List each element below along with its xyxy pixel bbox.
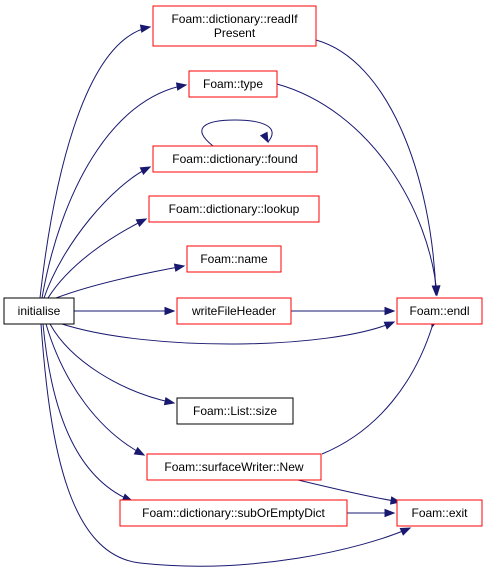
arrowhead-icon: [133, 446, 146, 456]
edge-initialise-to-name: [55, 263, 186, 299]
node-box: [148, 195, 320, 223]
edge-writeFileHeader-to-endl: [291, 306, 396, 316]
node-endl[interactable]: Foam::endl: [396, 297, 483, 325]
node-label: Foam::endl: [409, 304, 469, 318]
edge-type-to-endl: [276, 83, 441, 297]
arrowhead-icon: [163, 396, 176, 406]
node-box: [176, 297, 292, 325]
edge-line: [42, 323, 133, 502]
edge-New-to-endl: [321, 316, 439, 455]
node-label: Foam::dictionary::readIf: [171, 12, 298, 26]
node-box: [186, 245, 282, 273]
edge-line: [45, 323, 145, 456]
node-New[interactable]: Foam::surfaceWriter::New: [146, 453, 322, 481]
node-writeFileHeader[interactable]: writeFileHeader: [176, 297, 292, 325]
edge-initialise-to-type: [41, 82, 188, 299]
node-label: Foam::surfaceWriter::New: [164, 460, 303, 474]
node-box: [176, 397, 294, 425]
edge-line: [201, 119, 273, 147]
node-label: Present: [214, 26, 256, 40]
node-box: [396, 499, 483, 527]
edge-readIfPresent-to-endl: [315, 39, 441, 297]
edge-line: [321, 326, 433, 455]
node-label: initialise: [18, 304, 61, 318]
node-label: writeFileHeader: [191, 304, 276, 318]
edge-initialise-to-lookup: [47, 218, 148, 299]
edges-layer: [39, 24, 441, 567]
node-label: Foam::type: [203, 77, 263, 91]
edge-line: [61, 321, 395, 345]
node-lookup[interactable]: Foam::dictionary::lookup: [148, 195, 320, 223]
arrowhead-icon: [259, 131, 269, 144]
arrowhead-icon: [384, 306, 396, 316]
node-box: [119, 499, 348, 527]
edge-initialise-to-writeFileHeader: [74, 306, 176, 316]
arrowhead-icon: [384, 508, 396, 518]
node-box: [152, 5, 317, 47]
nodes-layer: initialise Foam::dictionary::readIfPresen…: [3, 5, 483, 527]
arrowhead-icon: [164, 306, 176, 316]
arrowhead-icon: [139, 166, 152, 175]
node-label: Foam::dictionary::subOrEmptyDict: [142, 506, 325, 520]
node-found[interactable]: Foam::dictionary::found: [152, 145, 318, 173]
edge-subOrEmptyDict-to-exit: [347, 508, 396, 518]
edge-New-to-exit: [297, 479, 402, 505]
node-label: Foam::List::size: [193, 404, 277, 418]
node-box: [3, 297, 75, 325]
edge-line: [297, 479, 401, 503]
edge-line: [40, 323, 411, 567]
edge-line: [276, 83, 438, 296]
node-label: Foam::dictionary::lookup: [169, 202, 300, 216]
node-label: Foam::exit: [411, 506, 468, 520]
edge-found-to-found: [201, 119, 273, 147]
arrowhead-icon: [432, 285, 441, 297]
edge-initialise-to-exit: [40, 323, 412, 567]
node-initialise[interactable]: initialise: [3, 297, 75, 325]
edge-line: [41, 84, 187, 299]
node-box: [146, 453, 322, 481]
node-type[interactable]: Foam::type: [188, 70, 278, 98]
node-size: Foam::List::size: [176, 397, 294, 425]
arrowhead-icon: [173, 263, 186, 272]
node-name[interactable]: Foam::name: [186, 245, 282, 273]
node-exit[interactable]: Foam::exit: [396, 499, 483, 527]
node-box: [188, 70, 278, 98]
node-subOrEmptyDict[interactable]: Foam::dictionary::subOrEmptyDict: [119, 499, 348, 527]
edge-initialise-to-readIfPresent: [39, 24, 152, 299]
arrowhead-icon: [399, 527, 412, 536]
node-box: [396, 297, 483, 325]
node-label: Foam::dictionary::found: [172, 152, 297, 166]
edge-initialise-to-found: [43, 166, 152, 299]
arrowhead-icon: [139, 24, 152, 33]
edge-initialise-to-subOrEmptyDict: [42, 323, 134, 502]
edge-line: [39, 26, 151, 299]
edge-line: [43, 166, 151, 299]
arrowhead-icon: [383, 321, 396, 330]
edge-line: [47, 218, 147, 299]
arrowhead-icon: [175, 82, 188, 91]
node-label: Foam::name: [200, 252, 268, 266]
edge-initialise-to-endl: [61, 321, 396, 345]
arrowhead-icon: [135, 218, 148, 228]
edge-line: [55, 265, 185, 299]
node-box: [152, 145, 318, 173]
edge-initialise-to-New: [45, 323, 146, 456]
edge-line: [49, 323, 175, 404]
edge-initialise-to-size: [49, 323, 176, 406]
edge-line: [315, 39, 437, 296]
